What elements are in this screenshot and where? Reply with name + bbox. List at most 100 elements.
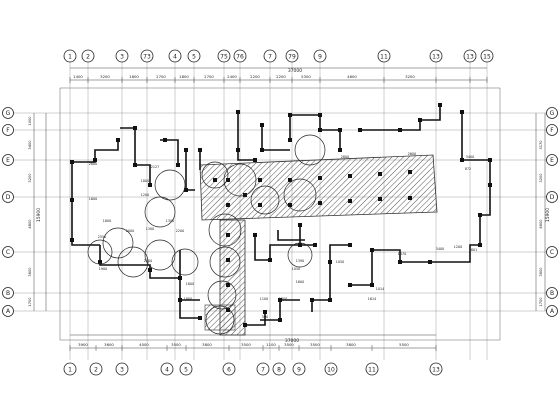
axis-bubble-top: 3 [115, 49, 129, 63]
axis-label: 1 [68, 367, 72, 374]
pile-circle [283, 178, 317, 212]
pile-circle [117, 246, 149, 278]
column-marker [398, 260, 402, 264]
axis-label: B [6, 290, 10, 297]
pile-circle [144, 239, 176, 271]
axis-label: 13 [466, 54, 474, 61]
axis-bubble-top: 79 [285, 49, 299, 63]
column-marker [288, 138, 292, 142]
local-dimension: 500 [262, 315, 268, 319]
column-marker [318, 113, 322, 117]
axis-bubble-top: 73 [140, 49, 154, 63]
column-marker [488, 183, 492, 187]
local-dimension: 1050 [336, 260, 344, 264]
local-dimension: 2000 [126, 229, 134, 233]
column-marker [298, 223, 302, 227]
axis-bubble-bottom: 5 [179, 362, 193, 376]
local-dimension: 1300 [166, 219, 174, 223]
local-dimension: 1900 [99, 267, 107, 271]
column-marker [298, 243, 302, 247]
axis-bubble-side: C [2, 246, 14, 258]
local-dimension: 2800 [341, 155, 349, 159]
pile-circles [87, 134, 326, 335]
column-marker [278, 318, 282, 322]
column-marker [478, 243, 482, 247]
axis-label: 13 [432, 54, 440, 61]
column-marker [148, 183, 152, 187]
column-marker [116, 138, 120, 142]
column-marker [370, 248, 374, 252]
column-marker [288, 178, 292, 182]
axis-bubble-side: A [546, 305, 558, 317]
dimension-value: 1000 [28, 116, 32, 126]
axis-bubble-bottom: 2 [89, 362, 103, 376]
axis-bubble-side: G [546, 107, 558, 119]
local-dimension: 1800 [103, 219, 111, 223]
dimension-value: 1700 [28, 297, 32, 307]
pile-circle [209, 246, 241, 278]
column-marker [358, 128, 362, 132]
axis-bubble-side: D [546, 191, 558, 203]
column-marker [348, 243, 352, 247]
local-dimension: 1050 [292, 267, 300, 271]
dimension-value: 4600 [347, 74, 357, 79]
column-marker [338, 148, 342, 152]
axis-label: E [6, 157, 10, 164]
dimension-value: 3500 [241, 342, 251, 347]
column-marker [213, 178, 217, 182]
axis-label: 3 [120, 54, 124, 61]
column-marker [328, 260, 332, 264]
axis-bubble-side: A [2, 305, 14, 317]
column-marker [460, 158, 464, 162]
axis-bubble-bottom: 7 [256, 362, 270, 376]
axis-label: A [550, 308, 555, 315]
column-marker [428, 260, 432, 264]
local-dimension: 1614 [368, 297, 376, 301]
column-marker [418, 118, 422, 122]
dimension-value: 3200 [405, 74, 415, 79]
axis-label: 11 [368, 367, 376, 374]
local-dimension: 1670 [398, 252, 406, 256]
column-marker [163, 138, 167, 142]
column-marker [278, 298, 282, 302]
axis-bubble-top: 5 [187, 49, 201, 63]
pile-circle [154, 169, 186, 201]
axis-bubble-side: F [546, 124, 558, 136]
column-marker [226, 308, 230, 312]
column-marker [398, 128, 402, 132]
axis-label: 5 [184, 367, 188, 374]
column-markers [70, 103, 492, 327]
local-dimension: 3400 [436, 247, 444, 251]
column-marker [348, 283, 352, 287]
column-marker [226, 178, 230, 182]
axis-label: C [6, 249, 10, 256]
overall-right-dim: 15900 [545, 208, 551, 222]
column-marker [338, 128, 342, 132]
column-marker [133, 163, 137, 167]
axis-label: 15 [483, 54, 491, 61]
axis-label: 6 [227, 367, 231, 374]
axis-label: C [550, 249, 554, 256]
axis-bubble-top: 2 [81, 49, 95, 63]
axis-bubble-top: 13 [429, 49, 443, 63]
local-dimension: 1200 [454, 245, 462, 249]
local-dimension: 2200 [176, 229, 184, 233]
pile-circle [201, 161, 229, 189]
column-marker [148, 268, 152, 272]
hatched-slab [199, 154, 438, 336]
axis-label: 76 [236, 54, 244, 61]
axis-label: F [550, 127, 554, 134]
local-dimension: 1200 [141, 193, 149, 197]
column-marker [176, 163, 180, 167]
column-marker [178, 298, 182, 302]
axis-label: A [6, 308, 11, 315]
axis-label: G [6, 110, 11, 117]
axis-label: 8 [277, 367, 281, 374]
axis-bubble-side: E [2, 154, 14, 166]
axis-label: 7 [268, 54, 272, 61]
local-dimension: 1800 [186, 282, 194, 286]
